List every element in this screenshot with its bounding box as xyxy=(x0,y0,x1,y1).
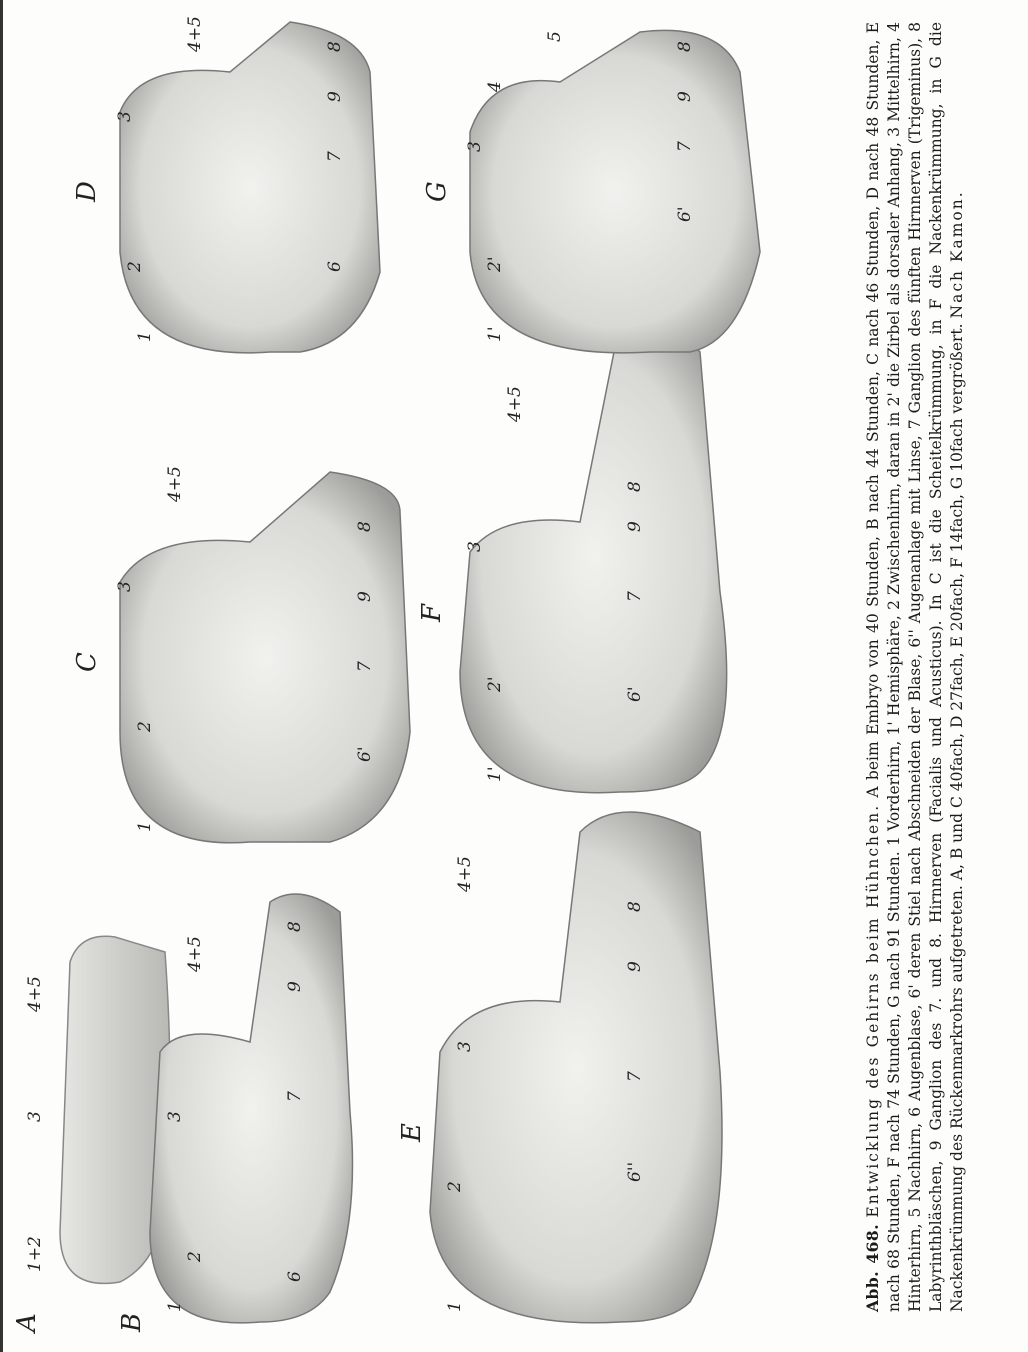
figure-g: G 1' 2' 3 4 5 6' 7 9 8 xyxy=(422,30,760,352)
caption-paragraph: Abb. 468. Entwicklung des Gehirns beim H… xyxy=(862,22,968,1312)
figure-b-letter: B xyxy=(117,1313,147,1333)
figure-b-label-2: 2 xyxy=(185,1251,205,1263)
figure-c-label-1: 1 xyxy=(135,821,155,832)
caption-title: Entwicklung des Gehirns beim Hühnchen. xyxy=(864,804,882,1218)
figure-b-label-5: 6 xyxy=(285,1271,305,1282)
figure-f-label-6: 7 xyxy=(625,591,645,602)
figure-f-shape xyxy=(460,316,727,792)
figure-b-label-6: 7 xyxy=(285,1091,305,1102)
figure-c-label-2: 2 xyxy=(135,721,155,733)
figure-g-label-3: 3 xyxy=(465,141,485,152)
figure-g-label-6: 6' xyxy=(675,207,695,223)
figure-d: D 1 2 3 4+5 6 7 9 8 xyxy=(72,16,380,353)
figure-c-label-7: 9 xyxy=(355,591,375,602)
figure-g-label-4: 4 xyxy=(485,81,505,93)
figure-d-label-4: 4+5 xyxy=(185,16,205,53)
figure-c-label-8: 8 xyxy=(355,521,375,532)
figure-f-label-2: 2' xyxy=(485,677,505,694)
figure-e-label-2: 2 xyxy=(445,1181,465,1193)
figure-caption: Abb. 468. Entwicklung des Gehirns beim H… xyxy=(862,22,968,1312)
figure-c-label-5: 6' xyxy=(355,747,375,763)
figure-b-label-1: 1 xyxy=(165,1301,185,1312)
figure-f: F 1' 2' 3 4+5 6' 7 9 8 xyxy=(417,316,727,792)
figure-g-label-7: 7 xyxy=(675,141,695,152)
figure-e-label-8: 8 xyxy=(625,901,645,912)
figure-d-label-3: 3 xyxy=(115,111,135,122)
figure-f-letter: F xyxy=(417,603,447,623)
figure-d-label-7: 9 xyxy=(325,91,345,102)
figure-e-label-1: 1 xyxy=(445,1301,465,1312)
figure-g-label-1: 1' xyxy=(485,327,505,343)
figure-d-label-8: 8 xyxy=(325,41,345,52)
figure-f-label-8: 8 xyxy=(625,481,645,492)
figure-c-label-4: 4+5 xyxy=(165,466,185,503)
figure-g-letter: G xyxy=(422,181,452,202)
figure-e-label-5: 6'' xyxy=(625,1162,645,1182)
figure-a-label-1: 1+2 xyxy=(25,1236,45,1272)
figure-d-label-6: 7 xyxy=(325,151,345,162)
caption-credit: Nach Kamon. xyxy=(948,190,966,318)
figure-f-label-5: 6' xyxy=(625,687,645,703)
figure-b-label-8: 8 xyxy=(285,921,305,932)
figure-a-label-3: 4+5 xyxy=(25,976,45,1013)
figure-a: A 1+2 3 4+5 xyxy=(12,936,170,1334)
figure-e: E 1 2 3 4+5 6'' 7 9 8 xyxy=(397,812,722,1323)
figure-d-label-5: 6 xyxy=(325,261,345,272)
figure-e-letter: E xyxy=(397,1123,427,1143)
figure-d-label-1: 1 xyxy=(135,331,155,342)
figure-a-label-2: 3 xyxy=(25,1111,45,1122)
figure-panels: A 1+2 3 4+5 B 1 2 3 4+5 6 7 9 8 E xyxy=(0,0,860,1352)
figure-b-label-3: 3 xyxy=(165,1111,185,1122)
figure-b-label-4: 4+5 xyxy=(185,936,205,973)
figure-f-label-4: 4+5 xyxy=(505,386,525,423)
caption-body-4: A, B und C 40fach, D 27fach, E 20fach, F… xyxy=(948,323,966,880)
figure-e-label-6: 7 xyxy=(625,1071,645,1082)
figure-g-label-8: 9 xyxy=(675,91,695,102)
figure-c-label-3: 3 xyxy=(115,581,135,592)
figure-g-label-2: 2' xyxy=(485,257,505,274)
figure-d-label-2: 2 xyxy=(125,261,145,273)
figure-f-label-3: 3 xyxy=(465,541,485,552)
figure-d-shape xyxy=(120,22,380,353)
figure-g-label-5: 5 xyxy=(545,31,565,42)
figure-c: C 1 2 3 4+5 6' 7 9 8 xyxy=(72,466,410,843)
figure-e-label-3: 3 xyxy=(455,1041,475,1052)
figure-c-label-6: 7 xyxy=(355,661,375,672)
figure-e-label-7: 9 xyxy=(625,961,645,972)
figure-g-label-9: 8 xyxy=(675,41,695,52)
figure-d-letter: D xyxy=(72,181,102,203)
figure-c-letter: C xyxy=(72,652,102,672)
figure-g-shape xyxy=(470,30,760,352)
figure-f-label-7: 9 xyxy=(625,521,645,532)
caption-number: Abb. 468. xyxy=(863,1224,882,1312)
figure-b-shape xyxy=(150,894,353,1323)
figure-a-letter: A xyxy=(12,1313,42,1334)
figure-b-label-7: 9 xyxy=(285,981,305,992)
figure-f-label-1: 1' xyxy=(485,767,505,783)
figure-e-label-4: 4+5 xyxy=(455,856,475,893)
